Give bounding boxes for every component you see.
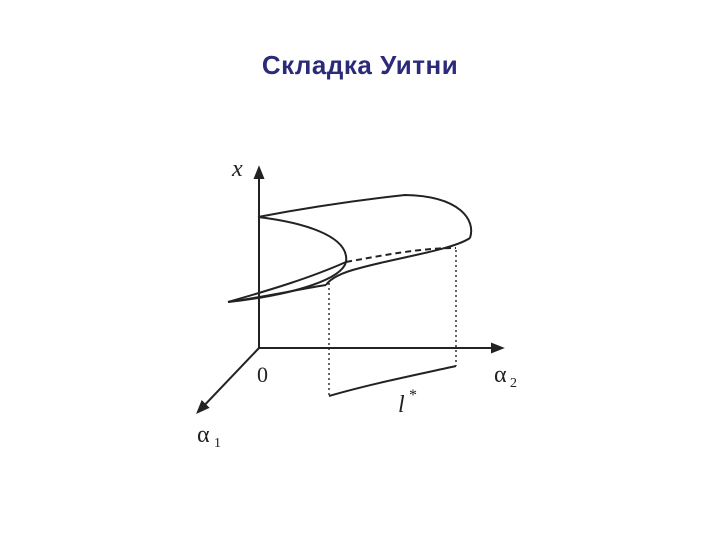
curve-label-superscript: * (409, 387, 417, 404)
slide-title: Складка Уитни (261, 50, 459, 80)
axis-alpha2-label: α (494, 362, 507, 388)
axis-alpha1-line (196, 347, 260, 415)
axis-alpha1-subscript: 1 (214, 436, 221, 451)
surface-top-edge (257, 193, 473, 239)
axis-alpha1-label: α (197, 422, 210, 448)
surface-right-fold (325, 237, 471, 286)
bifurcation-curve (328, 365, 457, 397)
axis-alpha2-subscript: 2 (510, 376, 517, 391)
surface-inner-line (227, 261, 347, 303)
axis-x-label: x (231, 156, 243, 182)
fold-line-hidden (345, 247, 457, 263)
curve-label: l (398, 392, 405, 418)
surface-bottom-edge (227, 284, 327, 303)
origin-label: 0 (257, 362, 268, 387)
